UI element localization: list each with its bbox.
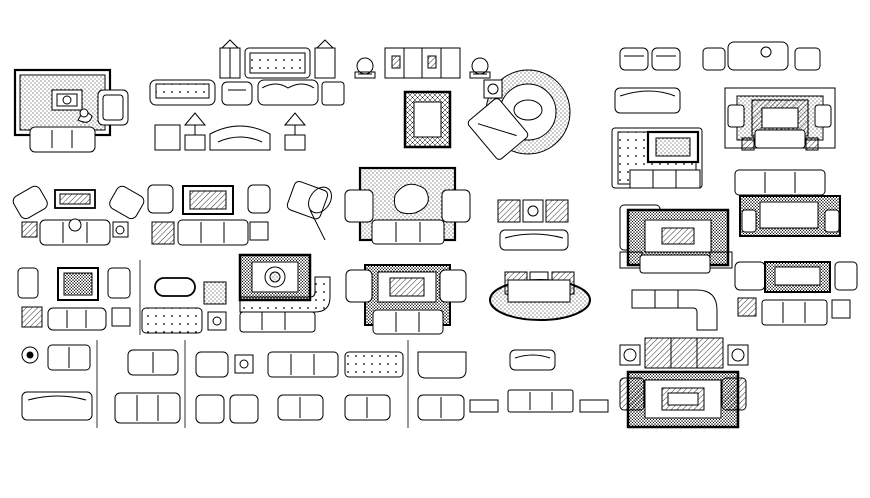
seating-group-plans [12,166,569,251]
armchair-sofa-elevations-right [614,41,836,151]
sofa-elevations-top-row [149,39,345,151]
living-set-rug-armchair-sofa [13,68,129,153]
large-classic-living-set [619,337,749,429]
corner-sofa-with-rug [611,127,858,331]
oval-rug-sofa-set [469,271,609,413]
round-rug-corner-living-set [403,69,571,160]
sofa-plan-grid [17,253,467,428]
classic-sofa-elevation-with-tables [354,47,491,79]
